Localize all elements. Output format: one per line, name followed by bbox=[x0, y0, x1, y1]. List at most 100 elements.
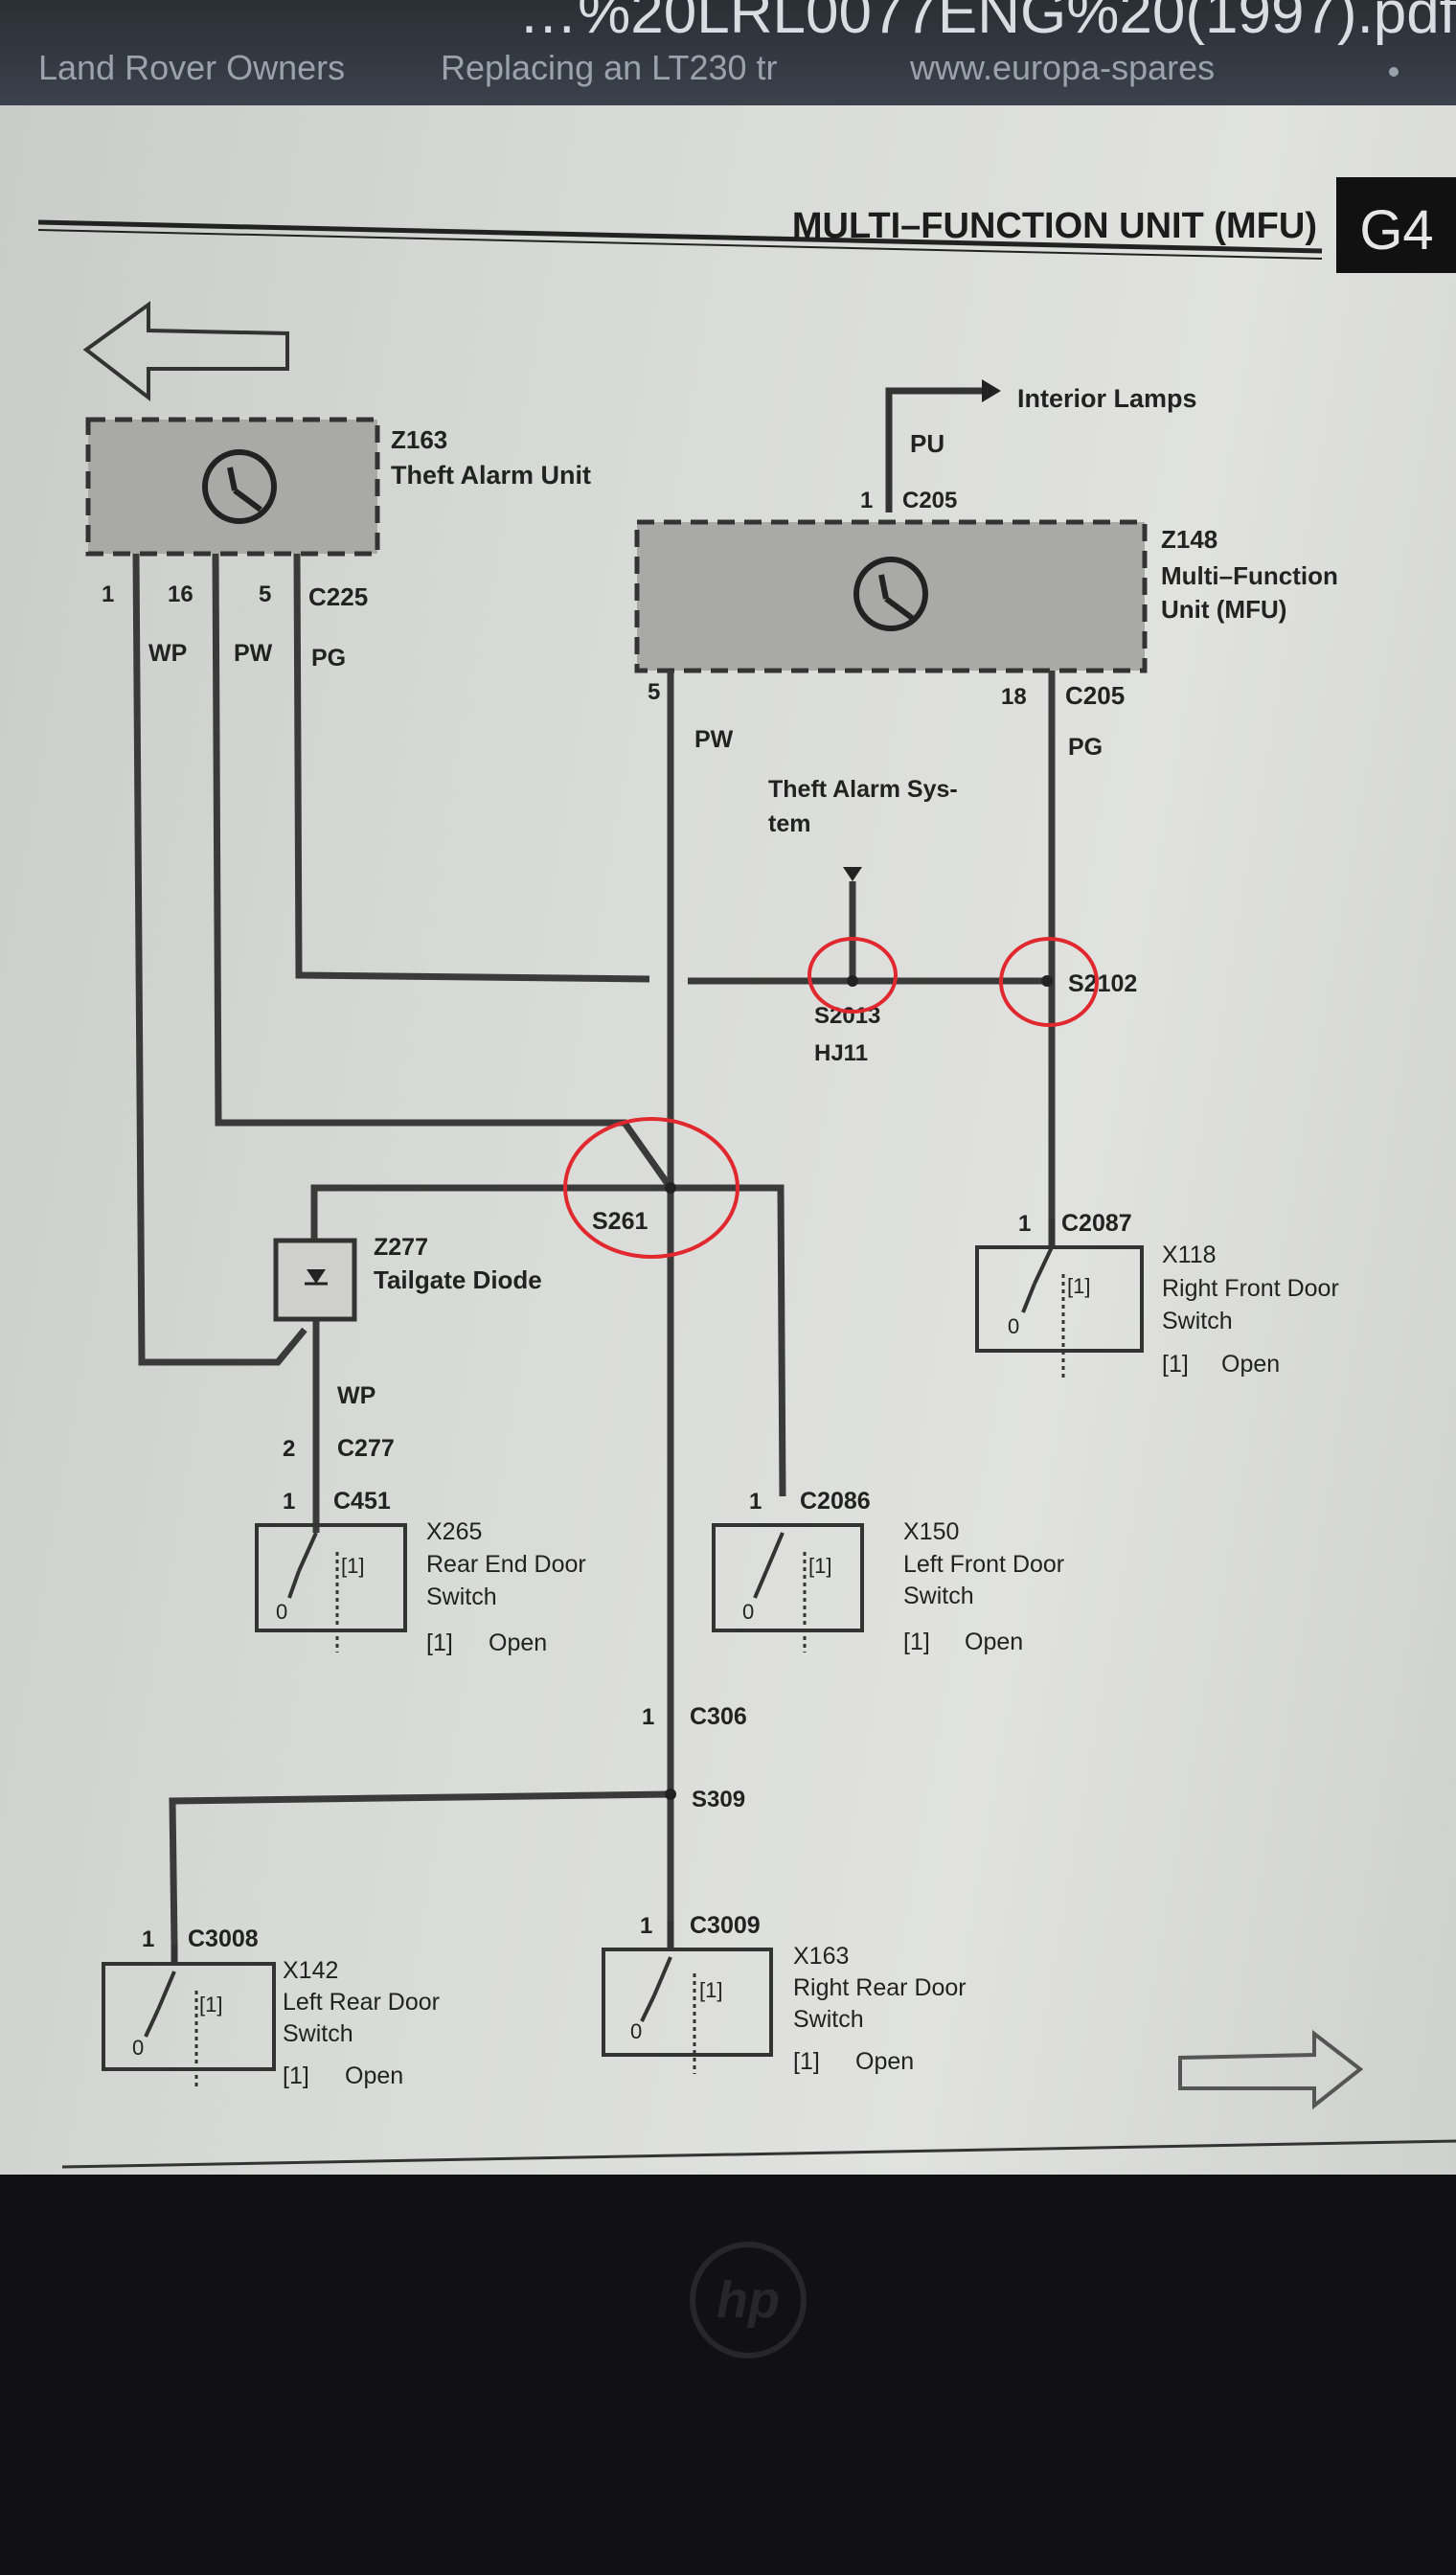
splice-s2013 bbox=[847, 975, 858, 987]
x265-pin: 1 bbox=[283, 1489, 295, 1515]
next-page-arrow[interactable] bbox=[1178, 2029, 1364, 2110]
pin-c306: 1 bbox=[642, 1704, 654, 1730]
s261-bus-wire bbox=[310, 1184, 786, 1497]
previous-page-arrow[interactable] bbox=[82, 301, 289, 402]
bookmark-land-rover-owners[interactable]: Land Rover Owners bbox=[38, 48, 346, 87]
z277-id: Z277 bbox=[374, 1234, 428, 1261]
mfu-pg-label: PG bbox=[1068, 734, 1103, 761]
c205-top-label: C205 bbox=[902, 488, 957, 513]
svg-text:[1]: [1] bbox=[341, 1554, 364, 1578]
x163-connector: C3009 bbox=[690, 1912, 761, 1939]
x142-pin: 1 bbox=[142, 1926, 154, 1952]
z148-id: Z148 bbox=[1161, 525, 1217, 554]
x265-connector: C451 bbox=[333, 1488, 391, 1515]
z148-name-2: Unit (MFU) bbox=[1161, 595, 1286, 624]
pg-label: PG bbox=[311, 645, 346, 672]
red-annotations bbox=[563, 937, 1099, 1259]
x150-note: [1] bbox=[903, 1629, 930, 1655]
theft-alarm-system-label-1: Theft Alarm Sys- bbox=[768, 776, 958, 803]
svg-text:0: 0 bbox=[132, 2036, 144, 2060]
wp-label: WP bbox=[148, 640, 187, 667]
z148-name-1: Multi–Function bbox=[1161, 561, 1338, 590]
pin-2: 2 bbox=[283, 1436, 295, 1462]
footer-rule bbox=[61, 2139, 1456, 2169]
x142-name-1: Left Rear Door bbox=[283, 1989, 440, 2016]
right-rear-door-switch: 1 C3009 0 [1] bbox=[602, 1912, 773, 2074]
c205-right-label: C205 bbox=[1065, 681, 1125, 710]
x118-connector: C2087 bbox=[1061, 1210, 1132, 1237]
pu-label: PU bbox=[910, 429, 944, 458]
x142-connector: C3008 bbox=[188, 1926, 259, 1952]
pw-wire-pin16 bbox=[212, 553, 673, 1191]
svg-text:[1]: [1] bbox=[699, 1978, 722, 2002]
theft-alarm-system-label-2: tem bbox=[768, 810, 810, 837]
x163-name-1: Right Rear Door bbox=[793, 1974, 967, 2001]
x163-name-2: Switch bbox=[793, 2006, 864, 2033]
interior-lamps-wire bbox=[885, 387, 987, 513]
svg-text:0: 0 bbox=[742, 1600, 754, 1624]
splice-s309 bbox=[665, 1789, 676, 1800]
s309-label: S309 bbox=[692, 1787, 745, 1812]
bookmark-europa-spares[interactable]: www.europa-spares bbox=[910, 48, 1216, 87]
header-rule-thin bbox=[37, 229, 1323, 260]
browser-bar: …%20LRL0077ENG%20(1997).pdf Land Rover O… bbox=[0, 0, 1456, 105]
x118-id: X118 bbox=[1162, 1242, 1217, 1268]
right-front-door-switch: 1 C2087 0 [1] bbox=[975, 1210, 1144, 1379]
page-tab bbox=[1336, 177, 1456, 273]
pw-label: PW bbox=[234, 640, 273, 667]
pdf-title: …%20LRL0077ENG%20(1997).pdf bbox=[518, 0, 1456, 46]
s309-branch-wire bbox=[169, 1790, 671, 1946]
theft-alarm-unit bbox=[85, 417, 380, 557]
x265-note: [1] bbox=[426, 1629, 453, 1656]
x118-note: [1] bbox=[1162, 1351, 1189, 1378]
x150-name-2: Switch bbox=[903, 1583, 974, 1609]
x118-name-1: Right Front Door bbox=[1162, 1275, 1339, 1302]
splice-s261 bbox=[665, 1182, 676, 1194]
x163-id: X163 bbox=[793, 1943, 849, 1970]
mfu-pin-5: 5 bbox=[648, 679, 660, 705]
s2102-label: S2102 bbox=[1068, 970, 1137, 997]
x163-state: Open bbox=[855, 2048, 914, 2075]
svg-text:0: 0 bbox=[1008, 1314, 1019, 1338]
bookmark-replacing-lt230[interactable]: Replacing an LT230 tr bbox=[441, 48, 778, 87]
z163-name: Theft Alarm Unit bbox=[391, 461, 591, 490]
interior-lamps-arrow bbox=[982, 379, 1001, 402]
x163-pin: 1 bbox=[640, 1913, 652, 1939]
c225-label: C225 bbox=[308, 582, 368, 611]
c277-label: C277 bbox=[337, 1435, 395, 1462]
page-title: MULTI–FUNCTION UNIT (MFU) bbox=[792, 206, 1317, 246]
more-bookmarks-icon[interactable] bbox=[1389, 67, 1399, 77]
wiring-diagram: MULTI–FUNCTION UNIT (MFU) G4 Z163 Theft … bbox=[37, 177, 1456, 2169]
laptop-bezel bbox=[0, 2175, 1456, 2575]
x265-state: Open bbox=[489, 1629, 547, 1656]
annotation-circle-s2013 bbox=[808, 937, 898, 1014]
x265-id: X265 bbox=[426, 1518, 482, 1545]
x163-note: [1] bbox=[793, 2048, 820, 2075]
x118-name-2: Switch bbox=[1162, 1308, 1233, 1334]
pin-1: 1 bbox=[102, 581, 114, 607]
pdf-page: MULTI–FUNCTION UNIT (MFU) G4 Z163 Theft … bbox=[0, 105, 1456, 2175]
header-rule bbox=[37, 219, 1323, 254]
pg-wire-pin5 bbox=[293, 553, 650, 983]
wp-lower-label: WP bbox=[337, 1382, 375, 1409]
left-rear-door-switch: 1 C3008 0 [1] bbox=[102, 1926, 276, 2088]
pin-16: 16 bbox=[168, 581, 193, 607]
svg-text:[1]: [1] bbox=[199, 1993, 222, 2017]
x150-name-1: Left Front Door bbox=[903, 1551, 1064, 1578]
x150-connector: C2086 bbox=[800, 1488, 871, 1515]
c306-label: C306 bbox=[690, 1703, 747, 1730]
x150-pin: 1 bbox=[749, 1489, 762, 1515]
theft-alarm-system-arrow bbox=[843, 867, 862, 881]
interior-lamps-label: Interior Lamps bbox=[1017, 384, 1197, 413]
left-front-door-switch: 1 C2086 0 [1] bbox=[712, 1488, 871, 1652]
annotation-circle-s261 bbox=[563, 1117, 739, 1259]
annotation-circle-s2102 bbox=[999, 937, 1099, 1027]
page-tab-label: G4 bbox=[1359, 199, 1433, 262]
x150-id: X150 bbox=[903, 1518, 959, 1545]
x265-name-2: Switch bbox=[426, 1584, 497, 1610]
pin-c205-top: 1 bbox=[860, 488, 873, 513]
hp-logo: hp bbox=[690, 2242, 807, 2359]
rear-end-door-switch: 1 C451 0 [1] bbox=[255, 1488, 407, 1652]
svg-text:0: 0 bbox=[276, 1600, 287, 1624]
hj11-label: HJ11 bbox=[814, 1040, 868, 1066]
